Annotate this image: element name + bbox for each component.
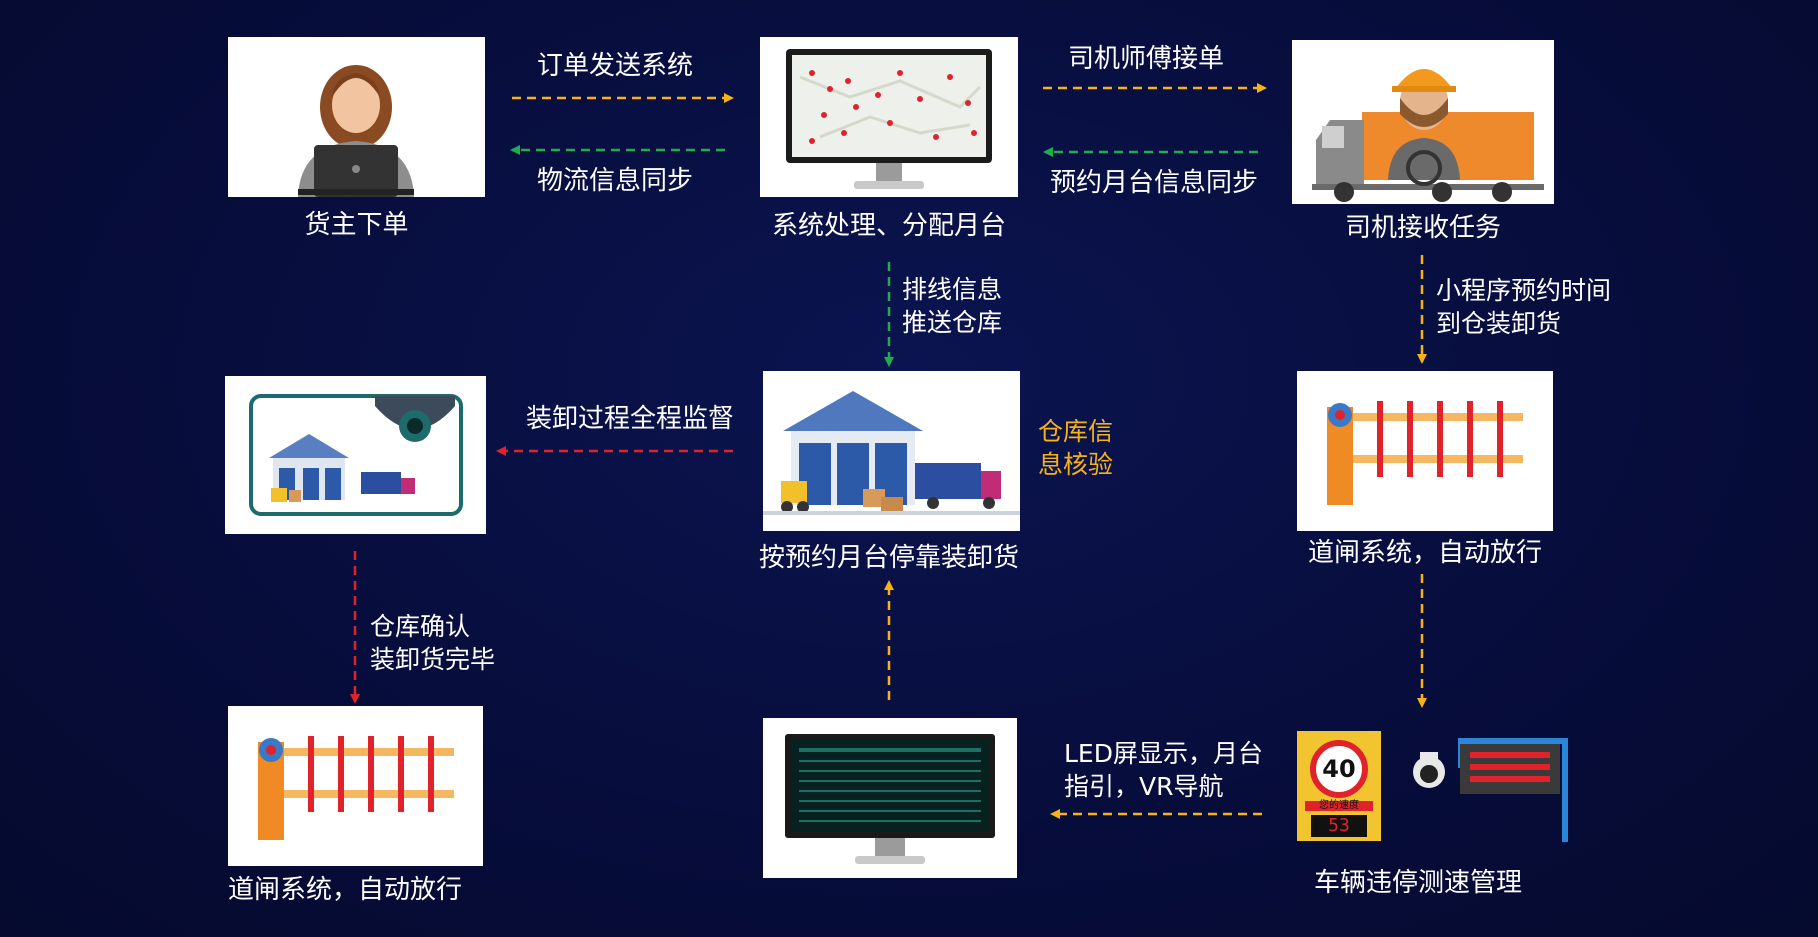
edge-label-led-guide: LED屏显示，月台 指引，VR导航 — [1064, 737, 1263, 803]
speed-camera-icon — [1410, 738, 1568, 842]
current-speed-value: 53 — [1328, 815, 1350, 836]
speed-limit-value: 40 — [1322, 755, 1356, 783]
supervise-warehouse-image — [225, 376, 486, 534]
edge-label-mini-program-line1: 小程序预约时间 — [1436, 276, 1612, 305]
edge-label-confirm-line2: 装卸货完毕 — [370, 645, 496, 674]
edge-label-led-guide-line2: 指引，VR导航 — [1064, 772, 1224, 801]
node-label-system: 系统处理、分配月台 — [771, 211, 1006, 241]
node-label-gate-left: 道闸系统，自动放行 — [228, 875, 463, 905]
barrier-gate-right-image — [1297, 371, 1553, 531]
system-monitor-image — [760, 37, 1018, 197]
edge-label-queue-push: 排线信息 推送仓库 — [902, 273, 1002, 339]
edge-label-warehouse-verify-line1: 仓库信 — [1038, 417, 1114, 446]
node-label-driver: 司机接收任务 — [1344, 213, 1501, 243]
edge-label-logistics-sync: 物流信息同步 — [537, 166, 694, 196]
speed-sign: 40 您的速度 53 — [1297, 731, 1381, 841]
edge-label-mini-program: 小程序预约时间 到仓装卸货 — [1436, 274, 1611, 340]
speed-caption: 您的速度 — [1319, 800, 1359, 811]
edge-label-order-send: 订单发送系统 — [537, 51, 694, 81]
edge-label-queue-push-line1: 排线信息 — [902, 275, 1003, 304]
edge-label-led-guide-line1: LED屏显示，月台 — [1064, 739, 1263, 768]
edge-label-mini-program-line2: 到仓装卸货 — [1436, 309, 1562, 338]
driver-truck-image — [1292, 40, 1554, 204]
edge-label-confirm: 仓库确认 装卸货完毕 — [370, 610, 495, 676]
edge-label-queue-push-line2: 推送仓库 — [902, 308, 1003, 337]
edge-label-warehouse-verify: 仓库信 息核验 — [1038, 415, 1113, 481]
shipper-image — [228, 37, 485, 197]
node-label-dock: 按预约月台停靠装卸货 — [758, 543, 1019, 573]
node-label-shipper: 货主下单 — [304, 210, 409, 240]
node-label-speed: 车辆违停测速管理 — [1313, 868, 1522, 898]
dock-warehouse-image — [763, 371, 1020, 531]
node-label-gate-right: 道闸系统，自动放行 — [1307, 538, 1542, 568]
barrier-gate-left-image — [228, 706, 483, 866]
edge-label-monitor: 装卸过程全程监督 — [526, 404, 735, 434]
edge-label-reservation-sync: 预约月台信息同步 — [1050, 168, 1259, 198]
edge-label-warehouse-verify-line2: 息核验 — [1038, 450, 1114, 479]
edge-label-confirm-line1: 仓库确认 — [370, 612, 471, 641]
edge-label-driver-accept: 司机师傅接单 — [1068, 44, 1225, 74]
led-monitor-image — [763, 718, 1017, 878]
